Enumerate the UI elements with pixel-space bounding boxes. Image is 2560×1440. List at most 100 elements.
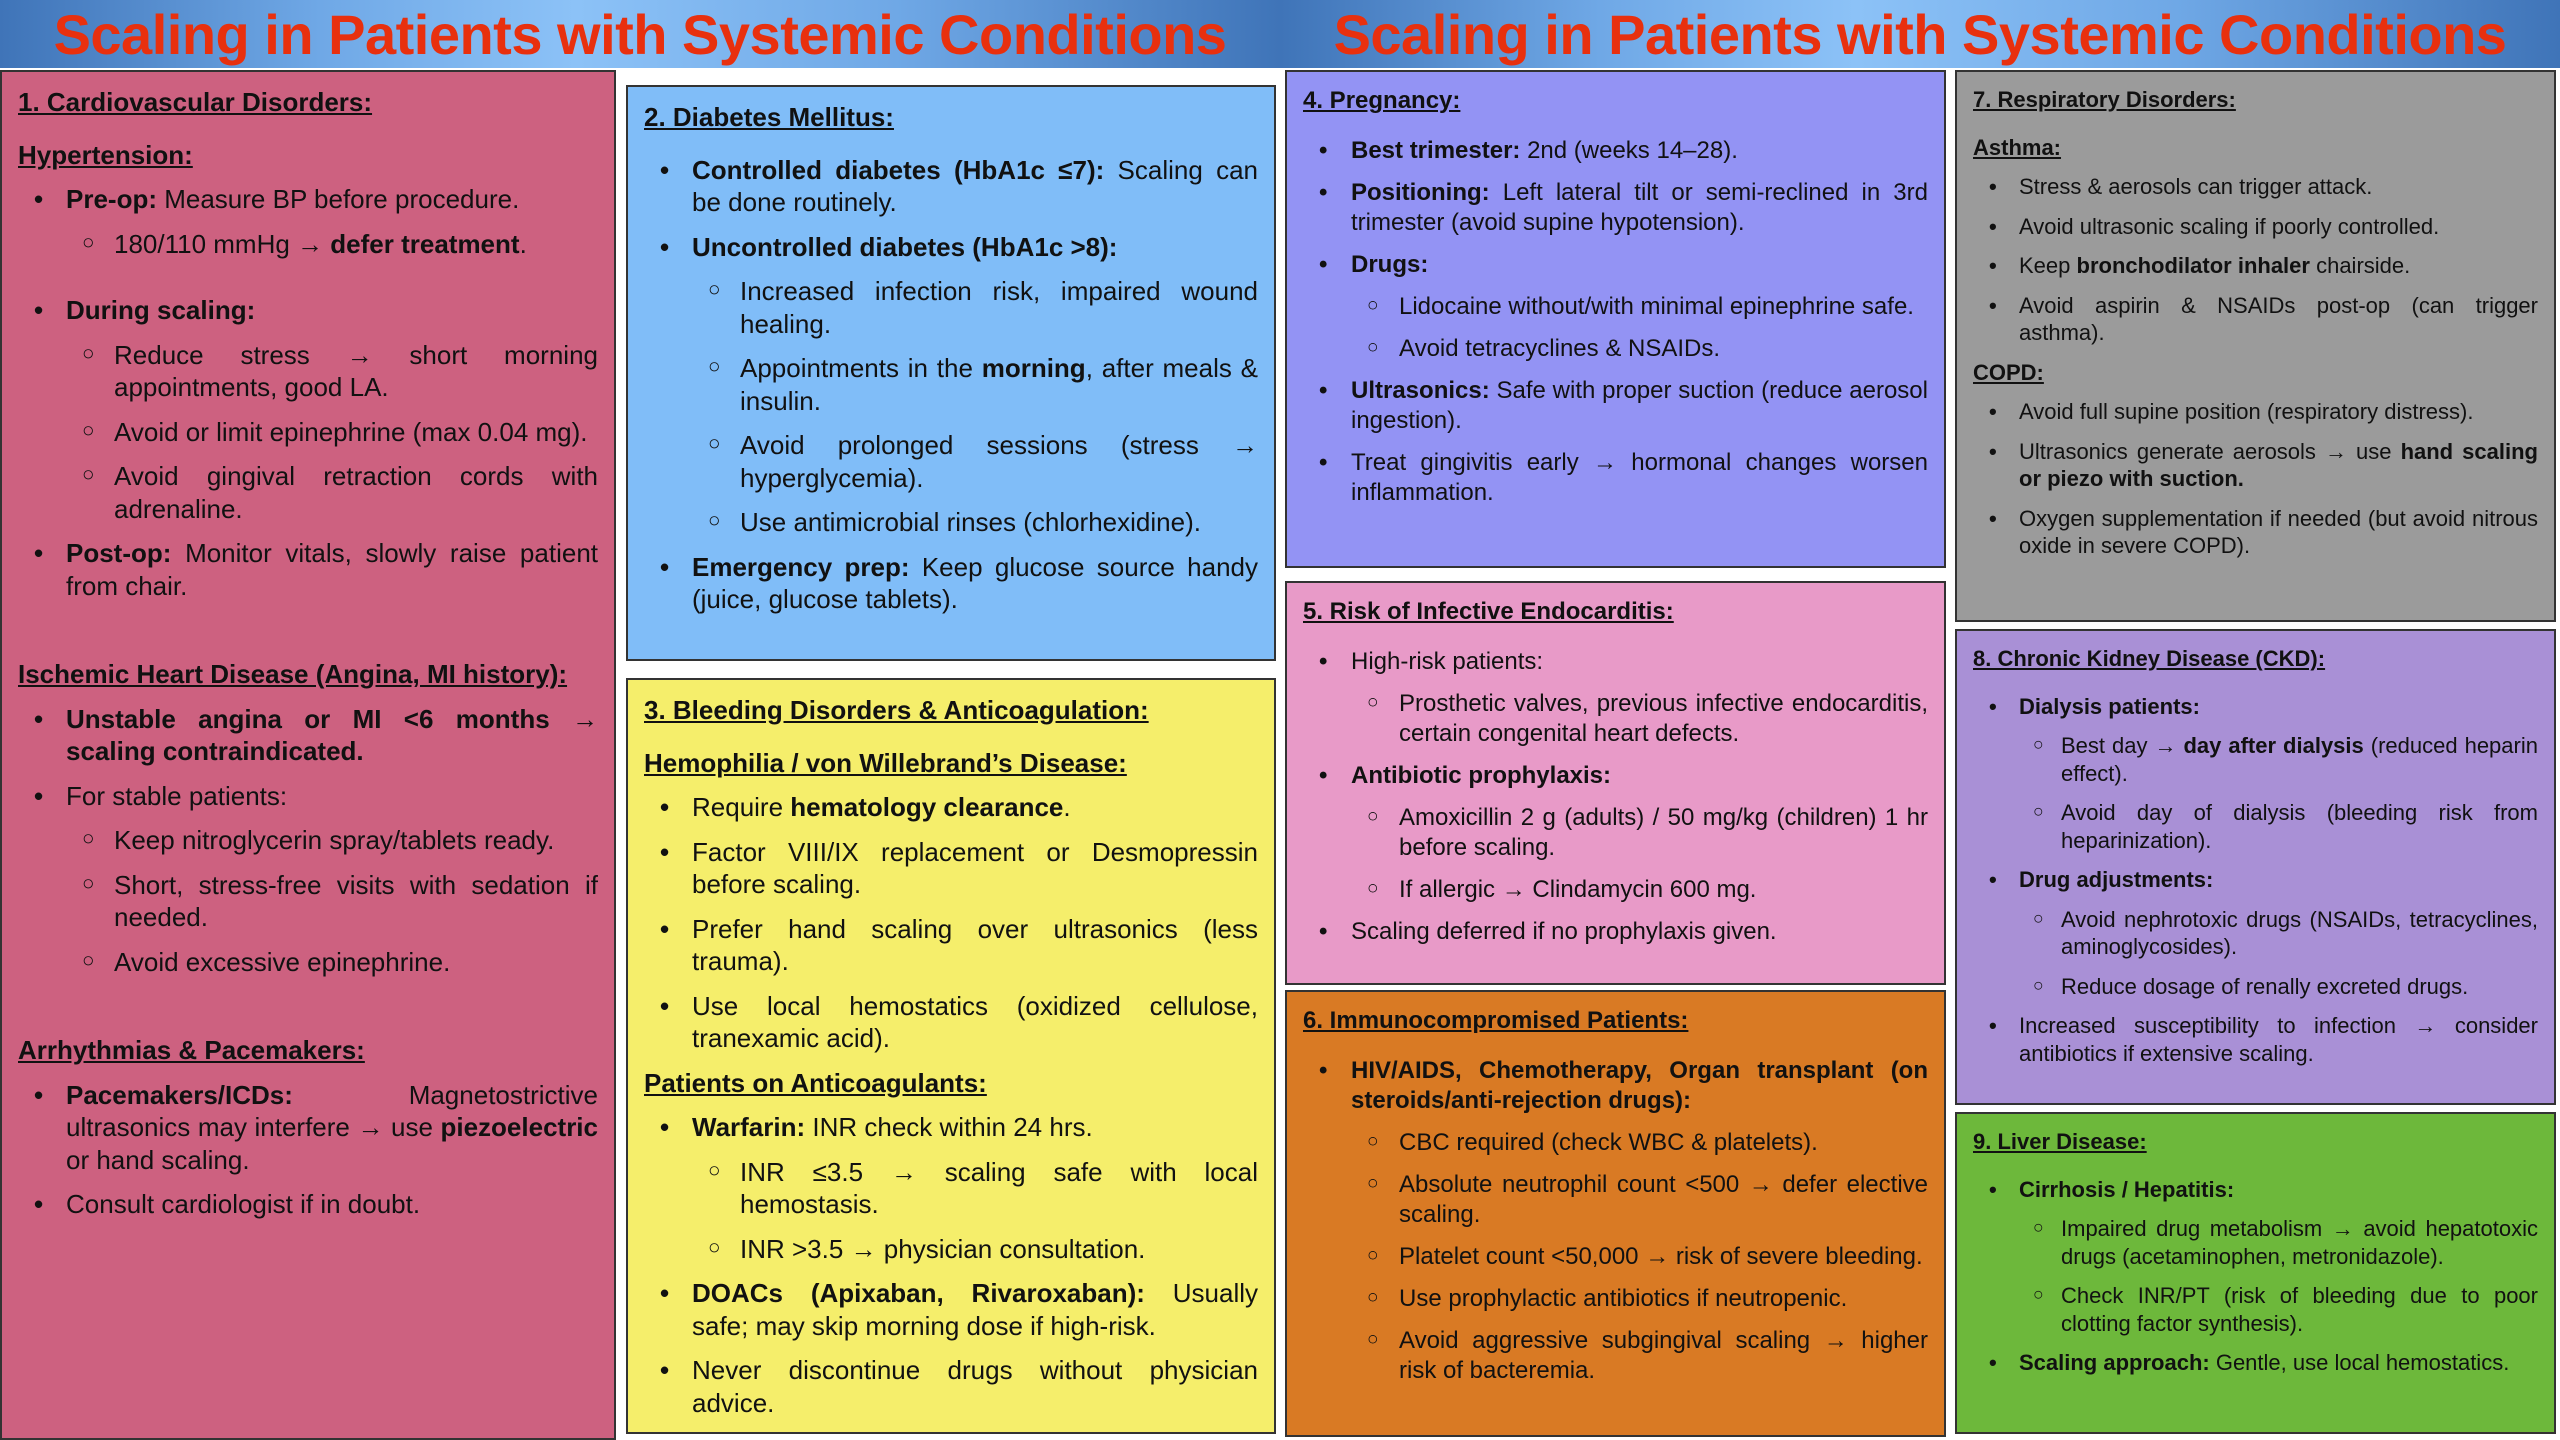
text: Avoid excessive epinephrine.	[114, 946, 451, 977]
bullet-item: Never discontinue drugs without physicia…	[644, 1354, 1258, 1419]
sub-bullet-item: Reduce stress → short morning appointmen…	[18, 339, 598, 404]
sub-bullet-item: Increased infection risk, impaired wound…	[644, 275, 1258, 340]
text: CBC required (check WBC & platelets).	[1399, 1129, 1818, 1156]
spacer	[18, 636, 598, 658]
text: INR >3.5 → physician consultation.	[740, 1233, 1146, 1264]
text: Amoxicillin 2 g (adults) / 50 mg/kg (chi…	[1399, 804, 1928, 861]
text: Avoid full supine position (respiratory …	[2019, 399, 2474, 424]
sub-bullet-item: Avoid tetracyclines & NSAIDs.	[1303, 334, 1928, 364]
text: For stable patients:	[66, 780, 288, 811]
panel-endocarditis: 5. Risk of Infective Endocarditis:High-r…	[1285, 581, 1946, 985]
panel-kidney-disease: 8. Chronic Kidney Disease (CKD): Dialysis…	[1955, 629, 2556, 1105]
text: Keep	[2019, 253, 2077, 278]
bullet-item: Pacemakers/ICDs: Magnetostrictive ultras…	[18, 1079, 598, 1177]
page-title-repeat: Scaling in Patients with Systemic Condit…	[1333, 2, 2507, 66]
text: Consult cardiologist if in doubt.	[66, 1189, 421, 1219]
spacer	[18, 614, 598, 636]
text: Oxygen supplementation if needed (but av…	[2019, 505, 2538, 559]
text: , after meals & insulin.	[740, 353, 1258, 416]
text: Platelet count <50,000 → risk of severe …	[1399, 1243, 1923, 1270]
bullet-item: Scaling approach: Gentle, use local hemo…	[1973, 1349, 2538, 1377]
text: Best day →	[2061, 733, 2184, 758]
bold-text: Drugs:	[1351, 251, 1429, 278]
bold-text: Ischemic Heart Disease (Angina, MI histo…	[18, 659, 568, 689]
section-title: 9. Liver Disease:	[1973, 1128, 2538, 1156]
text: Treat gingivitis early → hormonal change…	[1351, 449, 1928, 506]
bullet-item: Antibiotic prophylaxis:	[1303, 761, 1928, 791]
bullet-item: Drugs:	[1303, 250, 1928, 280]
bold-text: Ultrasonics:	[1351, 377, 1490, 404]
section-title: 8. Chronic Kidney Disease (CKD):	[1973, 645, 2538, 673]
subsection-heading: Ischemic Heart Disease (Angina, MI histo…	[18, 658, 598, 691]
bullet-item: Ultrasonics generate aerosols → use hand…	[1973, 438, 2538, 493]
bold-text: 7. Respiratory Disorders:	[1973, 87, 2236, 112]
bullet-item: Cirrhosis / Hepatitis:	[1973, 1176, 2538, 1204]
bullet-item: Best trimester: 2nd (weeks 14–28).	[1303, 136, 1928, 166]
sub-bullet-item: Appointments in the morning, after meals…	[644, 352, 1258, 417]
sub-bullet-item: Amoxicillin 2 g (adults) / 50 mg/kg (chi…	[1303, 803, 1928, 863]
bold-text: Post-op:	[66, 538, 172, 568]
text: Monitor vitals, slowly raise patient fro…	[66, 538, 598, 601]
bullet-item: Increased susceptibility to infection → …	[1973, 1012, 2538, 1067]
sub-bullet-item: Avoid day of dialysis (bleeding risk fro…	[1973, 799, 2538, 854]
page-title: Scaling in Patients with Systemic Condit…	[53, 2, 1227, 66]
bold-text: Asthma:	[1973, 134, 2062, 160]
sub-bullet-item: Use prophylactic antibiotics if neutrope…	[1303, 1284, 1928, 1314]
bold-text: Dialysis patients:	[2019, 693, 2200, 719]
bold-text: Hypertension:	[18, 139, 193, 170]
bold-text: During scaling:	[66, 295, 256, 325]
bullet-item: Positioning: Left lateral tilt or semi-r…	[1303, 178, 1928, 238]
section-title: 7. Respiratory Disorders:	[1973, 86, 2538, 114]
bullet-item: Use local hemostatics (oxidized cellulos…	[644, 990, 1258, 1055]
text: Avoid ultrasonic scaling if poorly contr…	[2019, 213, 2440, 239]
text: Stress & aerosols can trigger attack.	[2019, 174, 2373, 199]
text: Increased infection risk, impaired wound…	[740, 276, 1258, 339]
sub-bullet-item: 180/110 mmHg → defer treatment.	[18, 228, 598, 261]
subsection-heading: Arrhythmias & Pacemakers:	[18, 1034, 598, 1067]
bold-text: Arrhythmias & Pacemakers:	[18, 1035, 365, 1065]
bold-text: Patients on Anticoagulants:	[644, 1067, 987, 1098]
section-title: 5. Risk of Infective Endocarditis:	[1303, 597, 1928, 627]
bullet-item: Controlled diabetes (HbA1c ≤7): Scaling …	[644, 154, 1258, 219]
panel-diabetes: 2. Diabetes Mellitus:Controlled diabetes…	[626, 85, 1276, 661]
sub-bullet-item: Lidocaine without/with minimal epinephri…	[1303, 292, 1928, 322]
text: Prefer hand scaling over ultrasonics (le…	[692, 913, 1258, 977]
text: .	[519, 228, 527, 259]
text: Avoid aggressive subgingival scaling → h…	[1399, 1327, 1928, 1384]
bullet-item: Avoid ultrasonic scaling if poorly contr…	[1973, 213, 2538, 241]
bold-text: Scaling approach:	[2019, 1350, 2210, 1375]
text: 180/110 mmHg →	[114, 228, 331, 259]
text: Left lateral tilt or semi-reclined in 3r…	[1351, 179, 1928, 236]
text: or hand scaling.	[66, 1144, 250, 1175]
panel-bleeding-disorders: 3. Bleeding Disorders & Anticoagulation:…	[626, 678, 1276, 1434]
subsection-heading: COPD:	[1973, 359, 2538, 387]
bold-text: 6. Immunocompromised Patients:	[1303, 1007, 1689, 1034]
text: Safe with proper suction (reduce aerosol…	[1351, 377, 1928, 434]
sub-bullet-item: Reduce dosage of renally excreted drugs.	[1973, 973, 2538, 1001]
text: Ultrasonics generate aerosols → use	[2019, 438, 2401, 464]
sub-bullet-item: Avoid or limit epinephrine (max 0.04 mg)…	[18, 416, 598, 449]
panel-pregnancy: 4. Pregnancy:Best trimester: 2nd (weeks …	[1285, 70, 1946, 568]
bullet-item: Post-op: Monitor vitals, slowly raise pa…	[18, 537, 598, 602]
bold-text: Pre-op:	[66, 184, 157, 214]
text: Usually safe; may skip morning dose if h…	[692, 1278, 1258, 1341]
sub-bullet-item: Avoid nephrotoxic drugs (NSAIDs, tetracy…	[1973, 906, 2538, 961]
bold-text: 3. Bleeding Disorders & Anticoagulation:	[644, 695, 1149, 725]
bold-text: Positioning:	[1351, 179, 1490, 206]
sub-bullet-item: INR >3.5 → physician consultation.	[644, 1233, 1258, 1266]
bold-text: morning	[981, 353, 1086, 383]
bold-text: defer treatment	[330, 228, 520, 259]
section-title: 3. Bleeding Disorders & Anticoagulation:	[644, 694, 1258, 727]
text: Never discontinue drugs without physicia…	[692, 1355, 1258, 1418]
bold-text: Uncontrolled diabetes (HbA1c >8):	[692, 231, 1118, 262]
bold-text: COPD:	[1973, 359, 2044, 385]
sub-bullet-item: Avoid excessive epinephrine.	[18, 946, 598, 979]
bold-text: 8. Chronic Kidney Disease (CKD):	[1973, 646, 2326, 671]
header-banner-left: Scaling in Patients with Systemic Condit…	[0, 0, 1280, 68]
text: Scaling can be done routinely.	[692, 154, 1258, 218]
text: Avoid or limit epinephrine (max 0.04 mg)…	[114, 416, 588, 447]
text: Impaired drug metabolism → avoid hepatot…	[2061, 1216, 2538, 1269]
bullet-item: Factor VIII/IX replacement or Desmopress…	[644, 836, 1258, 901]
bold-text: 1. Cardiovascular Disorders:	[18, 87, 373, 117]
bullet-item: Require hematology clearance.	[644, 791, 1258, 824]
